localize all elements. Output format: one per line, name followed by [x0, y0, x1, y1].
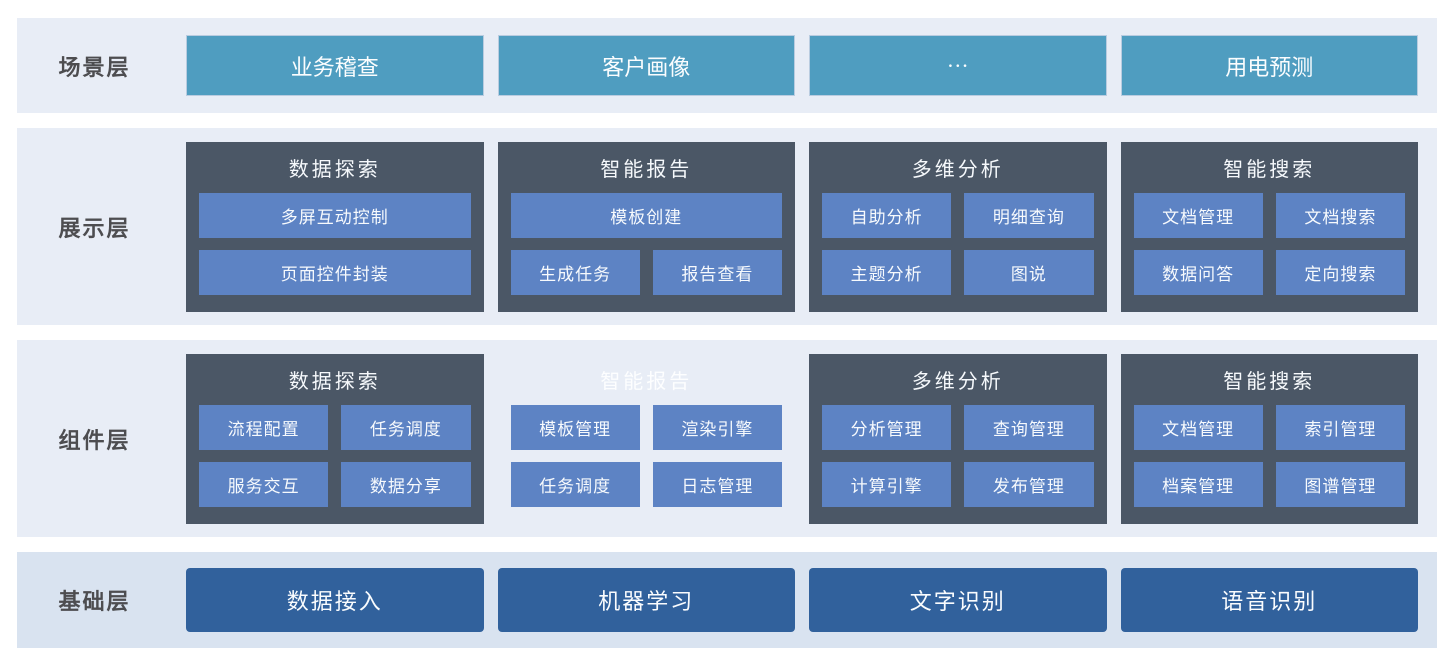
group-title: 数据探索 [288, 370, 381, 393]
group-row: 文档管理文档搜索 [1133, 192, 1405, 238]
layer-label-presentation: 展示层 [58, 215, 131, 241]
module-item: 分析管理 [822, 404, 952, 450]
module-item: 数据问答 [1133, 249, 1263, 295]
group-row: 模板管理渲染引擎 [510, 404, 782, 450]
module-item: 图谱管理 [1275, 461, 1405, 507]
group-rows: 模板管理渲染引擎任务调度日志管理 [510, 404, 782, 507]
group-title: 智能报告 [600, 370, 693, 393]
presentation-layer-band: 展示层 数据探索多屏互动控制页面控件封装智能报告模板创建生成任务报告查看多维分析… [17, 128, 1437, 325]
group-rows: 模板创建生成任务报告查看 [510, 192, 782, 295]
group-title: 智能搜索 [1223, 370, 1316, 393]
foundation-layer-band: 基础层 数据接入机器学习文字识别语音识别 [17, 552, 1437, 648]
layer-label-scenario: 场景层 [58, 54, 131, 80]
module-item: 流程配置 [199, 404, 329, 450]
module-item: 计算引擎 [822, 461, 952, 507]
module-item: 生成任务 [510, 249, 640, 295]
group-row: 档案管理图谱管理 [1133, 461, 1405, 507]
group-card: 智能报告模板管理渲染引擎任务调度日志管理 [498, 354, 796, 524]
group-row: 服务交互数据分享 [199, 461, 471, 507]
group-row: 生成任务报告查看 [510, 249, 782, 295]
scenario-box: 客户画像 [497, 35, 795, 96]
module-item: 索引管理 [1275, 404, 1405, 450]
module-item: 定向搜索 [1275, 249, 1405, 295]
group-card: 数据探索流程配置任务调度服务交互数据分享 [186, 353, 484, 524]
group-row: 数据问答定向搜索 [1133, 249, 1405, 295]
foundation-box: 机器学习 [497, 568, 795, 632]
group-row: 主题分析图说 [822, 249, 1094, 295]
scenario-box: ··· [809, 35, 1107, 96]
scenario-box: 用电预测 [1120, 35, 1418, 96]
group-row: 页面控件封装 [199, 249, 471, 295]
group-rows: 多屏互动控制页面控件封装 [199, 192, 471, 295]
module-item: 多屏互动控制 [199, 192, 471, 238]
group-row: 流程配置任务调度 [199, 404, 471, 450]
group-row: 多屏互动控制 [199, 192, 471, 238]
group-row: 模板创建 [510, 192, 782, 238]
module-item: 页面控件封装 [199, 249, 471, 295]
group-title: 智能报告 [600, 158, 693, 181]
group-title: 智能搜索 [1223, 158, 1316, 181]
group-card: 多维分析自助分析明细查询主题分析图说 [809, 141, 1107, 312]
module-item: 数据分享 [341, 461, 471, 507]
module-item: 档案管理 [1133, 461, 1263, 507]
group-card: 智能搜索文档管理文档搜索数据问答定向搜索 [1120, 141, 1418, 312]
module-item: 图说 [964, 249, 1094, 295]
group-row: 分析管理查询管理 [822, 404, 1094, 450]
group-rows: 分析管理查询管理计算引擎发布管理 [822, 404, 1094, 507]
module-item: 自助分析 [822, 192, 952, 238]
group-card: 数据探索多屏互动控制页面控件封装 [186, 141, 484, 312]
module-item: 模板管理 [510, 404, 640, 450]
group-card: 智能搜索文档管理索引管理档案管理图谱管理 [1120, 353, 1418, 524]
group-row: 任务调度日志管理 [510, 461, 782, 507]
group-title: 数据探索 [288, 158, 381, 181]
group-title: 多维分析 [911, 158, 1004, 181]
module-item: 文档搜索 [1275, 192, 1405, 238]
module-item: 明细查询 [964, 192, 1094, 238]
component-layer-band: 组件层 数据探索流程配置任务调度服务交互数据分享智能报告模板管理渲染引擎任务调度… [17, 340, 1437, 537]
foundation-box: 语音识别 [1120, 568, 1418, 632]
layer-label-foundation: 基础层 [58, 589, 131, 614]
module-item: 文档管理 [1133, 404, 1263, 450]
module-item: 文档管理 [1133, 192, 1263, 238]
module-item: 渲染引擎 [652, 404, 782, 450]
scenario-box: 业务稽查 [186, 35, 484, 96]
module-item: 发布管理 [964, 461, 1094, 507]
module-item: 服务交互 [199, 461, 329, 507]
scenario-layer-band: 场景层 业务稽查客户画像···用电预测 [17, 18, 1437, 113]
module-item: 模板创建 [510, 192, 782, 238]
module-item: 查询管理 [964, 404, 1094, 450]
group-card: 智能报告模板创建生成任务报告查看 [497, 141, 795, 312]
group-title: 多维分析 [911, 370, 1004, 393]
module-item: 日志管理 [652, 461, 782, 507]
layer-label-component: 组件层 [58, 427, 131, 453]
group-rows: 自助分析明细查询主题分析图说 [822, 192, 1094, 295]
group-row: 计算引擎发布管理 [822, 461, 1094, 507]
group-row: 自助分析明细查询 [822, 192, 1094, 238]
module-item: 任务调度 [341, 404, 471, 450]
module-item: 主题分析 [822, 249, 952, 295]
group-rows: 流程配置任务调度服务交互数据分享 [199, 404, 471, 507]
module-item: 任务调度 [510, 461, 640, 507]
foundation-box: 文字识别 [809, 568, 1107, 632]
group-card: 多维分析分析管理查询管理计算引擎发布管理 [809, 353, 1107, 524]
group-rows: 文档管理文档搜索数据问答定向搜索 [1133, 192, 1405, 295]
module-item: 报告查看 [652, 249, 782, 295]
foundation-box: 数据接入 [186, 568, 484, 632]
group-rows: 文档管理索引管理档案管理图谱管理 [1133, 404, 1405, 507]
group-row: 文档管理索引管理 [1133, 404, 1405, 450]
